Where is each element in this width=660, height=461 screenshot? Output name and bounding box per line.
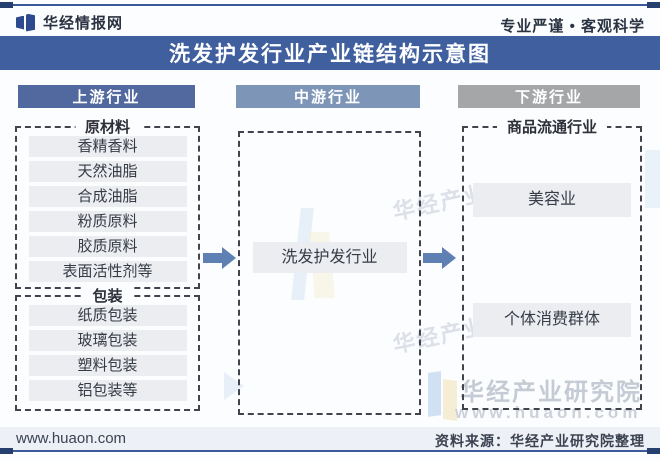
bottom-rule-left-cap	[0, 448, 13, 454]
bottom-rule	[0, 450, 660, 452]
flow-arrow-midstream-to-downstream	[423, 246, 456, 270]
column-header-upstream: 上游行业	[18, 85, 195, 108]
group-raw-materials-label: 原材料	[74, 116, 141, 137]
footer-site-url: www.huaon.com	[16, 430, 127, 447]
list-item: 粉质原料	[28, 211, 187, 232]
list-item: 天然油脂	[28, 161, 187, 182]
list-item: 美容业	[473, 183, 631, 217]
page-title: 洗发护发行业产业链结构示意图	[169, 43, 491, 66]
group-packaging-label: 包装	[82, 285, 133, 306]
list-item: 合成油脂	[28, 186, 187, 207]
footer-bar: www.huaon.com 资料来源：华经产业研究院整理	[0, 427, 660, 450]
column-header-midstream: 中游行业	[236, 85, 420, 108]
brand: 华经情报网	[14, 12, 123, 33]
column-header-downstream: 下游行业	[458, 85, 640, 108]
group-packaging: 包装 纸质包装 玻璃包装 塑料包装 铝包装等	[15, 285, 200, 411]
list-item: 玻璃包装	[28, 330, 187, 351]
watermark-logo-shape	[443, 379, 457, 421]
list-item: 香精香料	[28, 136, 187, 157]
brand-name: 华经情报网	[43, 15, 124, 32]
watermark-logo-shape	[428, 371, 441, 417]
title-bar: 洗发护发行业产业链结构示意图	[0, 36, 660, 70]
packaging-items: 纸质包装 玻璃包装 塑料包装 铝包装等	[17, 305, 198, 401]
list-item: 铝包装等	[28, 380, 187, 401]
bottom-rule-right-cap	[647, 448, 660, 454]
list-item: 纸质包装	[28, 305, 187, 326]
list-item: 表面活性剂等	[28, 261, 187, 282]
flow-arrow-upstream-to-midstream	[203, 246, 236, 270]
top-rule	[0, 4, 660, 6]
raw-materials-items: 香精香料 天然油脂 合成油脂 粉质原料 胶质原料 表面活性剂等	[17, 136, 198, 282]
top-rule-left-cap	[0, 2, 13, 8]
brand-logo-icon	[14, 13, 36, 33]
group-downstream-label: 商品流通行业	[496, 116, 608, 137]
midstream-industry-box: 洗发护发行业	[252, 242, 407, 273]
group-midstream: 洗发护发行业	[238, 131, 421, 415]
group-downstream: 商品流通行业 美容业 个体消费群体	[462, 116, 642, 410]
list-item: 个体消费群体	[473, 303, 631, 337]
list-item: 塑料包装	[28, 355, 187, 376]
brand-tagline: 专业严谨 • 客观科学	[500, 18, 645, 35]
brand-header: 华经情报网 专业严谨 • 客观科学	[0, 8, 660, 36]
top-rule-right-cap	[647, 2, 660, 8]
footer-source-note: 资料来源：华经产业研究院整理	[435, 433, 645, 449]
watermark-shape	[645, 150, 660, 208]
list-item: 胶质原料	[28, 236, 187, 257]
group-raw-materials: 原材料 香精香料 天然油脂 合成油脂 粉质原料 胶质原料 表面活性剂等	[15, 116, 200, 289]
